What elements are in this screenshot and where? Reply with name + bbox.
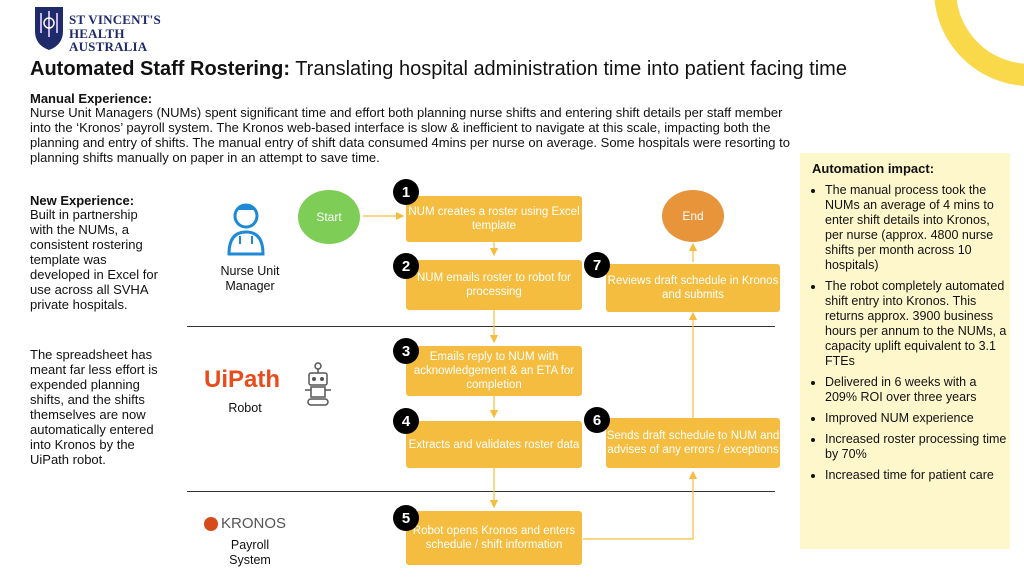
kronos-logo: KRONOS bbox=[204, 515, 286, 532]
title-bold: Automated Staff Rostering: bbox=[30, 58, 290, 80]
new-experience-para1: Built in partnership with the NUMs, a co… bbox=[30, 207, 158, 312]
nurse-icon bbox=[227, 203, 265, 256]
new-experience-para2: The spreadsheet has meant far less effor… bbox=[30, 347, 158, 467]
impact-item: Increased roster processing time by 70% bbox=[825, 432, 1010, 462]
manual-heading: Manual Experience: bbox=[30, 91, 153, 106]
step-7-box: Reviews draft schedule in Kronos and sub… bbox=[606, 264, 780, 312]
step-7-badge: 7 bbox=[584, 252, 610, 278]
impact-item: Delivered in 6 weeks with a 209% ROI ove… bbox=[825, 375, 1010, 405]
lane-divider-2 bbox=[187, 491, 775, 492]
automation-impact-panel: Automation impact: The manual process to… bbox=[800, 153, 1010, 549]
step-3-badge: 3 bbox=[393, 338, 419, 364]
kronos-icon bbox=[204, 516, 218, 531]
robot-icon bbox=[305, 362, 331, 406]
impact-item: The robot completely automated shift ent… bbox=[825, 279, 1010, 369]
lane-label-robot: Robot bbox=[228, 401, 262, 415]
kronos-logo-text: KRONOS bbox=[221, 515, 287, 532]
manual-body: Nurse Unit Managers (NUMs) spent signifi… bbox=[30, 105, 790, 165]
impact-item: Improved NUM experience bbox=[825, 411, 1010, 426]
step-4-badge: 4 bbox=[393, 408, 419, 434]
logo-line2: HEALTH AUSTRALIA bbox=[69, 26, 148, 54]
step-6-badge: 6 bbox=[584, 407, 610, 433]
impact-list: The manual process took the NUMs an aver… bbox=[810, 183, 1010, 489]
logo-line1: ST VINCENT'S bbox=[69, 12, 161, 27]
step-3-box: Emails reply to NUM with acknowledgement… bbox=[406, 346, 582, 396]
step-2-badge: 2 bbox=[393, 253, 419, 279]
step-4-box: Extracts and validates roster data bbox=[406, 421, 582, 468]
step-6-box: Sends draft schedule to NUM and advises … bbox=[606, 418, 780, 468]
svha-shield-icon bbox=[35, 7, 63, 50]
step-2-box: NUM emails roster to robot for processin… bbox=[406, 260, 582, 310]
step-1-badge: 1 bbox=[393, 179, 419, 205]
impact-item: The manual process took the NUMs an aver… bbox=[825, 183, 1010, 273]
impact-item: Increased time for patient care bbox=[825, 468, 1010, 483]
step-5-badge: 5 bbox=[393, 505, 419, 531]
start-node: Start bbox=[298, 190, 360, 244]
arrow-5-6 bbox=[583, 470, 698, 540]
impact-heading: Automation impact: bbox=[812, 161, 935, 176]
uipath-logo-text: UiPath bbox=[204, 366, 281, 393]
end-node: End bbox=[662, 190, 724, 242]
title-rest: Translating hospital administration time… bbox=[290, 58, 847, 80]
step-5-box: Robot opens Kronos and enters schedule /… bbox=[406, 511, 582, 565]
lane-divider-1 bbox=[187, 326, 775, 327]
uipath-logo: UiPath bbox=[204, 366, 280, 394]
step-1-box: NUM creates a roster using Excel templat… bbox=[406, 196, 582, 242]
lane-label-payroll: Payroll System bbox=[229, 538, 271, 567]
lane-label-nurse: Nurse Unit Manager bbox=[220, 264, 280, 293]
svha-logo: ST VINCENT'S HEALTH AUSTRALIA bbox=[33, 3, 193, 55]
page-title: Automated Staff Rostering: Translating h… bbox=[30, 58, 847, 81]
new-experience-heading: New Experience: bbox=[30, 193, 135, 208]
